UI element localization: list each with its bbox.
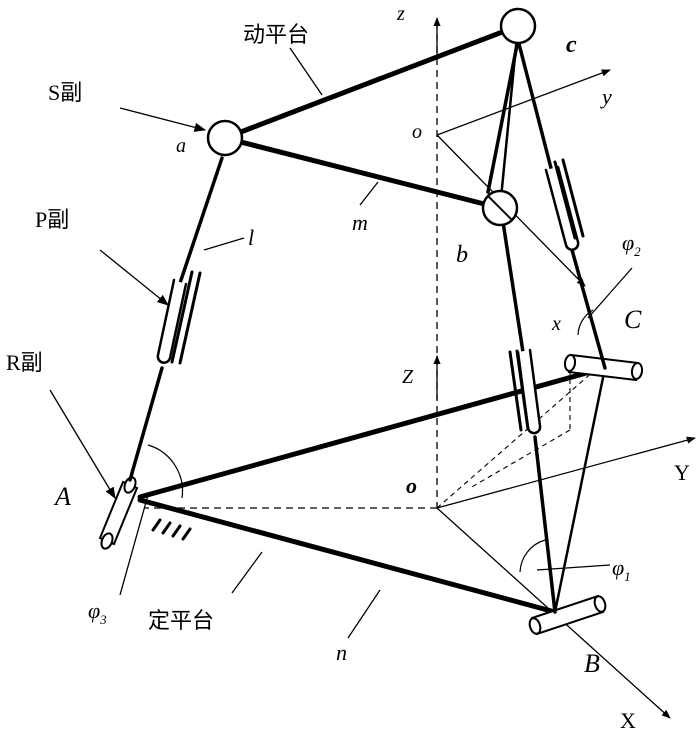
leader-phi2 [587, 267, 633, 319]
angle-arcs [147, 309, 594, 573]
label-point-B: B [584, 649, 600, 678]
leader-l [203, 237, 245, 251]
r-joint-A [98, 474, 139, 550]
dash-C-diag [469, 429, 571, 489]
p-joint-leg-c [544, 158, 585, 251]
fixed-edge-A-B [137, 497, 558, 615]
leader-s-joint [119, 107, 207, 132]
label-point-a: a [176, 135, 186, 157]
leg-b-lower [533, 435, 557, 614]
label-phi1: φ1 [612, 555, 631, 584]
label-moving-platform: 动平台 [243, 22, 309, 47]
leg-c2-lower [570, 248, 607, 370]
leg-b-upper [501, 220, 525, 354]
axis-Y-line [436, 436, 696, 509]
leader-lines [49, 47, 633, 639]
arc-phi2 [577, 309, 594, 336]
label-length-l: l [248, 225, 254, 250]
label-axis-Z: Z [402, 366, 414, 388]
label-point-c: c [566, 32, 577, 58]
label-axis-Y: Y [674, 460, 690, 485]
leader-n [347, 589, 381, 639]
leg-c2-upper [516, 38, 554, 174]
arc-phi3 [147, 444, 184, 499]
moving-platform [222, 23, 521, 211]
label-p-joint: P副 [35, 207, 69, 232]
ground-hatch [151, 518, 192, 541]
label-origin-fixed: o [406, 473, 417, 498]
labels: 动平台 S副 P副 R副 定平台 a b c A B C o o z y x Z… [6, 3, 690, 730]
label-axis-x: x [551, 313, 561, 335]
label-length-n: n [336, 640, 347, 665]
label-phi2: φ2 [622, 230, 641, 259]
r-joint-B [528, 594, 607, 636]
moving-edge-a-c [222, 23, 521, 141]
label-length-m: m [352, 210, 368, 235]
s-joint-c [499, 7, 537, 45]
arc-phi1 [519, 539, 546, 573]
label-r-joint: R副 [6, 350, 43, 375]
label-phi3: φ3 [88, 598, 107, 627]
label-point-b: b [456, 242, 468, 268]
label-point-A: A [53, 482, 71, 511]
label-axis-y: y [600, 84, 612, 109]
leg-a-lower [128, 366, 164, 482]
leg-a-upper [178, 156, 224, 285]
label-s-joint: S副 [48, 80, 82, 105]
label-point-C: C [624, 305, 642, 334]
leader-moving-platform [289, 47, 323, 96]
dash-O-C [436, 369, 596, 509]
leader-m [359, 181, 379, 206]
label-axis-X: X [620, 708, 636, 730]
moving-edge-b-c [498, 24, 520, 210]
leader-phi1 [536, 564, 611, 571]
leader-r-joint [49, 389, 116, 500]
p-joint-leg-a [156, 270, 202, 365]
fixed-edge-B-C [553, 366, 607, 614]
leader-phi3 [119, 494, 149, 596]
prismatic-joints [156, 158, 585, 435]
leader-fixed-platform [231, 551, 263, 594]
leader-p-joint [99, 249, 169, 306]
label-axis-z: z [396, 3, 405, 25]
label-origin-moving: o [412, 121, 422, 143]
revolute-joints [98, 353, 644, 636]
legs [128, 38, 607, 614]
moving-edge-a-b [222, 135, 503, 211]
axis-y-line [436, 69, 611, 136]
p-joint-leg-b [508, 348, 542, 435]
coordinate-axes [145, 17, 696, 719]
label-fixed-platform: 定平台 [148, 608, 214, 633]
spherical-joints [206, 7, 537, 227]
s-joint-a [206, 119, 244, 157]
